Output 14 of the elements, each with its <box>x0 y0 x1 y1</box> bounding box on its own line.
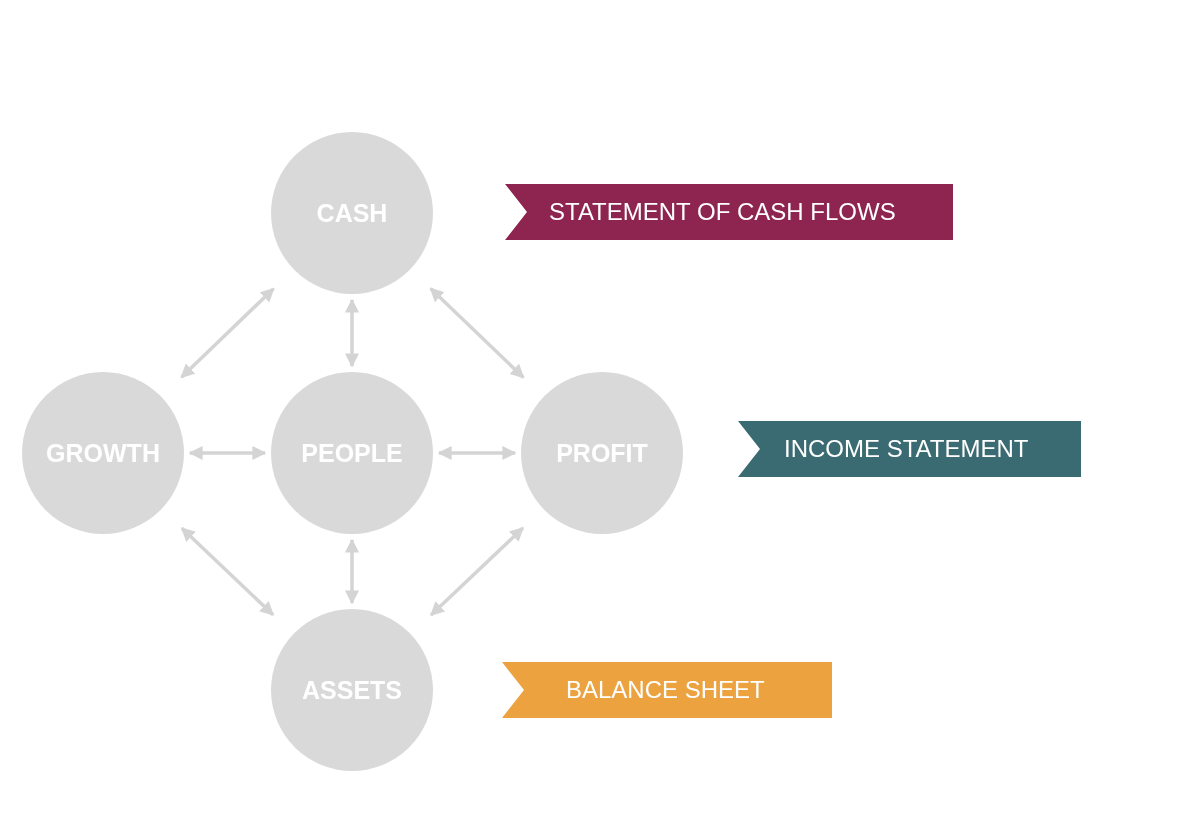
node-label: INCOME STATEMENT <box>784 435 1029 463</box>
double-arrow <box>345 298 359 368</box>
double-arrow <box>429 287 525 379</box>
ribbon-banner <box>738 421 1081 477</box>
double-arrow <box>437 446 517 460</box>
double-arrow <box>345 538 359 605</box>
double-arrow <box>180 526 275 617</box>
double-arrow <box>180 287 275 379</box>
node-label: BALANCE SHEET <box>566 676 765 704</box>
node-label: STATEMENT OF CASH FLOWS <box>549 198 896 226</box>
ribbon-banner <box>502 662 832 718</box>
double-arrow <box>188 446 267 460</box>
double-arrow <box>429 526 525 617</box>
ribbon-banner <box>505 184 953 240</box>
